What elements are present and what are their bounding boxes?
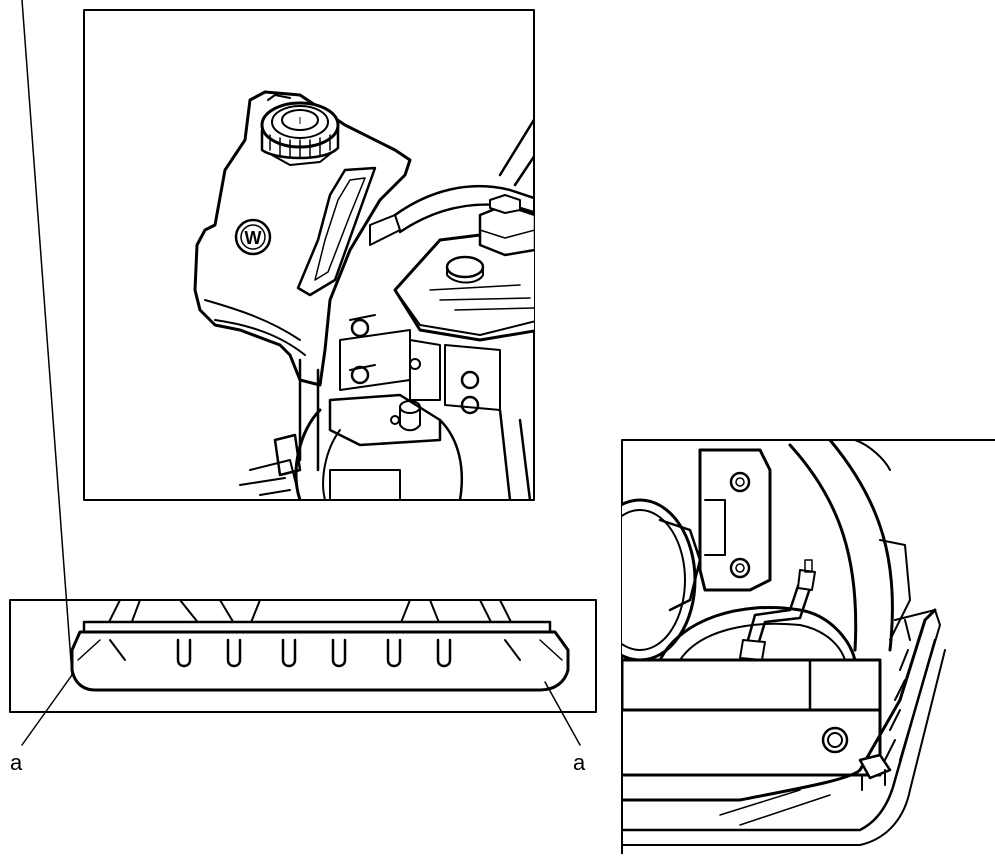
lower-frame xyxy=(622,658,882,777)
fuel-cap: I xyxy=(260,94,340,166)
exciter-housing xyxy=(239,393,532,500)
guide-handle xyxy=(498,117,534,187)
panel-base-plate xyxy=(9,0,597,746)
callout-leader-right xyxy=(544,681,581,746)
callout-label-a-right: a xyxy=(573,750,586,775)
side-base-plate xyxy=(622,608,946,846)
base-plate-slots xyxy=(176,638,452,668)
panel-base-plate-frame xyxy=(9,599,597,713)
logo-letter: W xyxy=(245,228,262,248)
drain-plug xyxy=(821,726,849,754)
callout-leader-left xyxy=(21,0,73,676)
brand-logo-icon: W xyxy=(234,218,272,256)
engine-mount-bracket xyxy=(339,314,480,415)
callout-leader-left-line xyxy=(21,674,73,746)
engine xyxy=(393,194,534,411)
pulley xyxy=(622,498,702,662)
engine-cap xyxy=(445,255,485,279)
panel-engine-side-frame xyxy=(621,439,995,855)
callout-label-a-left: a xyxy=(10,750,23,775)
base-plate-body xyxy=(70,630,570,692)
panel-engine-side xyxy=(621,439,995,855)
handle-tube xyxy=(788,440,894,652)
panel-fuel-tank: I W xyxy=(83,9,535,501)
corner-bolt xyxy=(858,753,892,791)
fuel-cap-marking: I xyxy=(299,116,302,127)
grease-line xyxy=(739,559,816,661)
side-bracket xyxy=(698,448,772,592)
